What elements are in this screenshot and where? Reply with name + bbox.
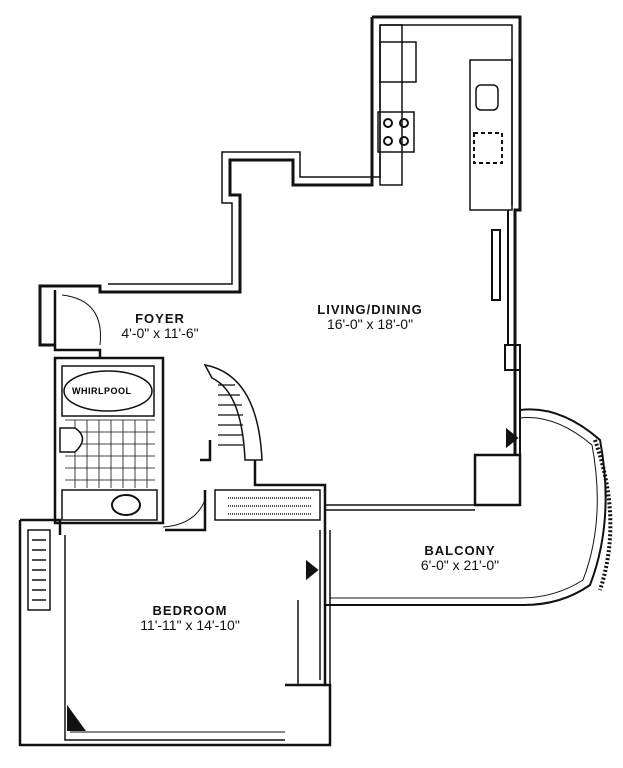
sink-bath-icon xyxy=(111,494,141,516)
balcony-label: BALCONY 6'-0" x 21'-0" xyxy=(400,544,520,572)
bedroom-walls xyxy=(18,490,332,747)
bathroom xyxy=(53,356,165,525)
room-name: BEDROOM xyxy=(152,603,228,618)
bath-floor-tile xyxy=(65,419,155,488)
kitchen-counter xyxy=(379,24,403,186)
foyer-label: FOYER 4'-0" x 11'-6" xyxy=(95,312,225,340)
balcony-rail xyxy=(325,408,607,607)
window-marker-icon xyxy=(306,559,319,581)
toilet-icon xyxy=(59,427,84,453)
whirlpool-label: WHIRLPOOL xyxy=(72,386,132,396)
bedroom-closet xyxy=(214,489,321,521)
foyer-closet xyxy=(203,363,263,461)
window-marker-icon xyxy=(506,427,519,449)
room-dimensions: 11'-11" x 14'-10" xyxy=(140,616,240,633)
room-dimensions: 6'-0" x 21'-0" xyxy=(420,556,500,573)
room-dimensions: 4'-0" x 11'-6" xyxy=(121,324,199,341)
refrigerator-icon xyxy=(379,41,417,83)
room-name: LIVING/DINING xyxy=(317,302,423,317)
bedroom-label: BEDROOM 11'-11" x 14'-10" xyxy=(125,604,255,632)
room-name: BALCONY xyxy=(424,543,496,558)
whirlpool-tub xyxy=(63,370,153,412)
range-icon xyxy=(377,111,415,153)
entry-door-swing xyxy=(61,294,102,346)
living-label: LIVING/DINING 16'-0" x 18'-0" xyxy=(300,303,440,331)
room-name: FOYER xyxy=(135,311,185,326)
room-dimensions: 16'-0" x 18'-0" xyxy=(326,315,414,332)
dishwasher-icon xyxy=(473,132,503,164)
sink-icon xyxy=(475,84,499,111)
